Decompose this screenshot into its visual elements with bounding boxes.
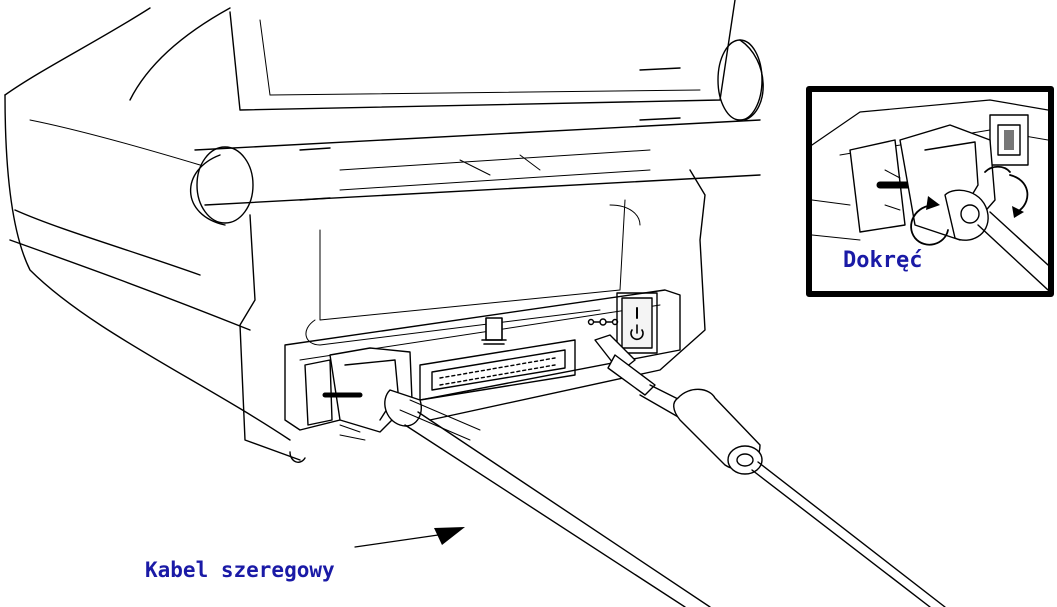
printer-icon <box>481 317 507 345</box>
serial-cable-label: Kabel szeregowy <box>145 558 335 582</box>
dc-power-cable <box>594 334 946 607</box>
detail-inset <box>806 86 1054 297</box>
left-hinge-knob <box>196 146 254 224</box>
rotate-arrow-icon <box>910 165 1029 246</box>
right-hinge-knob <box>717 39 763 121</box>
power-icon <box>630 324 644 341</box>
serial-cable <box>304 347 711 607</box>
power-switch <box>616 292 658 354</box>
dc-power-icon <box>587 318 619 326</box>
inset-label: Dokręć <box>843 248 923 273</box>
callout-arrow <box>354 527 465 548</box>
parallel-port <box>419 339 576 401</box>
